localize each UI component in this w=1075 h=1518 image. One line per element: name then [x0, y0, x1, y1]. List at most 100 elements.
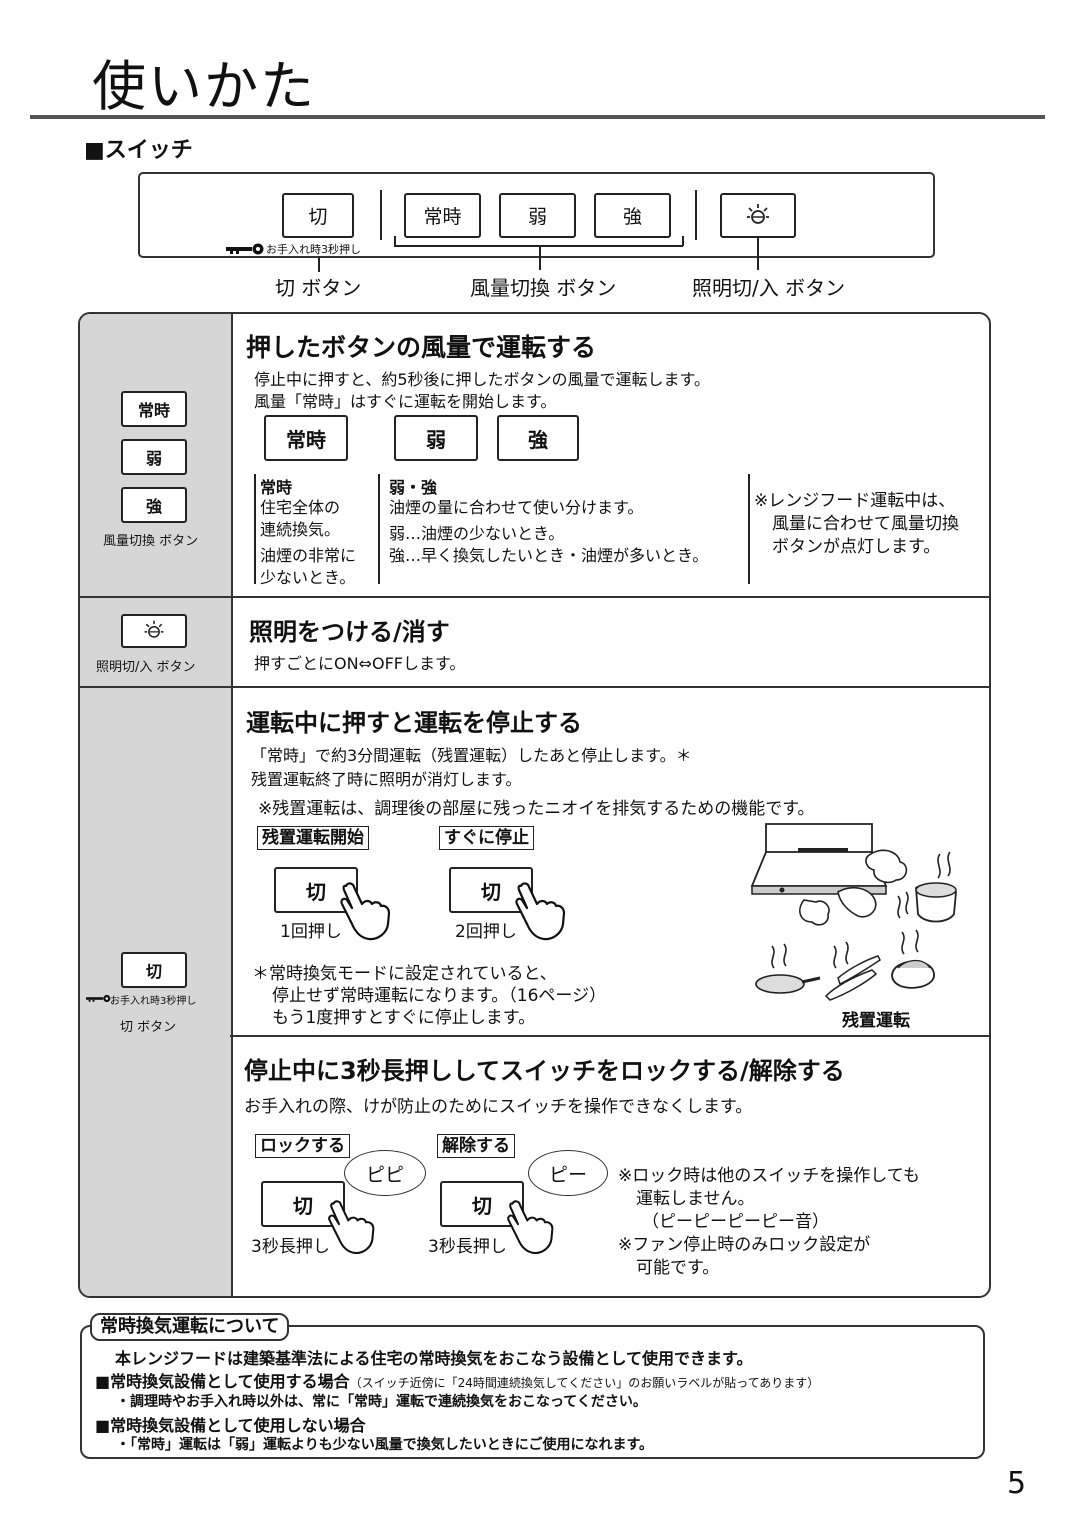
key-icon — [86, 994, 111, 1003]
row2-title: 照明をつける/消す — [249, 618, 450, 646]
unlock-press-label: 3秒長押し — [428, 1237, 507, 1257]
light-button-label: 照明切/入 ボタン — [692, 276, 846, 300]
light-bulb-icon — [144, 620, 164, 638]
tag-lock: ロックする — [255, 1134, 350, 1158]
press-once-label: 1回押し — [280, 922, 342, 942]
illustration-caption: 残置運転 — [842, 1011, 910, 1031]
panel-divider — [380, 190, 382, 240]
side-fan-label: 風量切換 ボタン — [103, 534, 199, 549]
row4-note: 運転しません。 — [636, 1189, 755, 1209]
row1-desc: 停止中に押すと、約5秒後に押したボタンの風量で運転します。 — [254, 370, 710, 389]
range-hood-illustration — [750, 823, 957, 1001]
row4-note: ※ロック時は他のスイッチを操作しても — [618, 1166, 920, 1186]
row3-desc: ※残置運転は、調理後の部屋に残ったニオイを排気するための機能です。 — [258, 799, 815, 819]
row1-desc: 風量「常時」はすぐに運転を開始します。 — [254, 392, 557, 411]
light-bulb-icon — [747, 203, 769, 224]
side-care-note: お手入れ時3秒押し — [110, 996, 197, 1007]
care-note: お手入れ時3秒押し — [266, 243, 361, 256]
row2-desc: 押すごとにON⇔OFFします。 — [254, 654, 466, 673]
title-rule — [30, 115, 1045, 119]
row3-footnote: もう1度押すとすぐに停止します。 — [272, 1008, 536, 1028]
panel-light-button[interactable] — [720, 193, 796, 238]
bottom-text: ■常時換気設備として使用しない場合 — [95, 1416, 366, 1435]
row-divider — [80, 686, 990, 688]
fan-button-label: 風量切換 ボタン — [470, 276, 617, 300]
row1-title: 押したボタンの風量で運転する — [246, 333, 597, 362]
page-title: 使いかた — [92, 55, 316, 118]
bottom-text: 本レンジフードは建築基準法による住宅の常時換気をおこなう設備として使用できます。 — [115, 1349, 753, 1368]
row3-footnote: ＊常時換気モードに設定されていると、 — [252, 964, 557, 984]
page-number: 5 — [1007, 1466, 1027, 1501]
row4-note: ※ファン停止時のみロック設定が — [618, 1235, 871, 1255]
big-strong-button: 強 — [497, 415, 579, 461]
lock-button: 切 — [261, 1181, 345, 1227]
panel-off-button[interactable]: 切 — [282, 193, 354, 238]
tag-stop-now: すぐに停止 — [439, 826, 534, 850]
row1-note: ボタンが点灯します。 — [772, 537, 941, 557]
col1-text: 油煙の非常に — [260, 546, 357, 565]
col2-head: 弱・強 — [389, 478, 438, 497]
bracket-end — [682, 236, 684, 246]
side-column — [80, 314, 233, 1296]
col2-text: 油煙の量に合わせて使い分けます。 — [389, 498, 644, 517]
continuous-ventilation-box — [80, 1325, 985, 1459]
key-icon — [226, 243, 264, 255]
big-weak-button: 弱 — [394, 415, 478, 461]
beep-bubble-unlock: ピー — [528, 1150, 608, 1196]
tag-unlock: 解除する — [437, 1134, 515, 1158]
bottom-small-note: （スイッチ近傍に「24時間連続換気してください」のお願いラベルが貼ってあります） — [349, 1376, 820, 1390]
row3-title: 運転中に押すと運転を停止する — [246, 709, 582, 737]
panel-weak-button[interactable]: 弱 — [499, 193, 576, 238]
row4-title: 停止中に3秒長押ししてスイッチをロックする/解除する — [244, 1057, 845, 1085]
side-weak-button: 弱 — [121, 439, 187, 475]
col2-text: 弱…油煙の少ないとき。 — [389, 524, 565, 543]
connector — [539, 245, 541, 270]
row4-note: （ピーピーピーピー音） — [642, 1212, 829, 1232]
side-off-button: 切 — [121, 952, 187, 988]
col1-text: 少ないとき。 — [260, 568, 356, 587]
col1-text: 住宅全体の — [260, 498, 341, 517]
side-always-button: 常時 — [121, 391, 187, 427]
bracket — [394, 245, 683, 247]
col1-text: 連続換気。 — [260, 520, 341, 539]
row1-note: 風量に合わせて風量切換 — [772, 514, 959, 534]
side-strong-button: 強 — [121, 487, 187, 523]
row4-desc: お手入れの際、けが防止のためにスイッチを操作できなくします。 — [244, 1097, 753, 1117]
big-always-button: 常時 — [264, 415, 348, 461]
hand-icon — [515, 882, 566, 941]
row3-footnote: 停止せず常時運転になります。（16ページ） — [272, 986, 607, 1006]
col1-head: 常時 — [260, 478, 293, 497]
row1-note: ※レンジフード運転中は、 — [754, 491, 956, 511]
row-divider — [80, 596, 990, 598]
side-off-label: 切 ボタン — [120, 1020, 177, 1035]
operation-table — [78, 312, 991, 1298]
hand-icon — [340, 882, 391, 941]
switch-heading: ■スイッチ — [84, 138, 193, 163]
row3-desc: 「常時」で約3分間運転（残置運転）したあと停止します。＊ — [251, 746, 692, 765]
col-line — [254, 474, 256, 584]
connector — [318, 256, 320, 272]
panel-strong-button[interactable]: 強 — [594, 193, 671, 238]
beep-bubble-lock: ピピ — [344, 1150, 426, 1196]
col-line — [748, 474, 750, 584]
connector — [757, 238, 759, 270]
col2-text: 強…早く換気したいとき・油煙が多いとき。 — [389, 546, 709, 565]
row-divider — [230, 1035, 990, 1037]
press-twice-label: 2回押し — [455, 922, 517, 942]
row3-desc: 残置運転終了時に照明が消灯します。 — [251, 770, 522, 789]
continuous-ventilation-tab: 常時換気運転について — [90, 1313, 290, 1341]
hand-icon — [328, 1200, 375, 1254]
bottom-text: ■常時換気設備として使用する場合（スイッチ近傍に「24時間連続換気してください」… — [95, 1368, 819, 1392]
hand-icon — [507, 1200, 554, 1254]
col-line — [378, 474, 380, 584]
lock-press-label: 3秒長押し — [251, 1237, 330, 1257]
panel-divider — [695, 190, 697, 240]
switch-panel — [138, 172, 935, 258]
bottom-text: ・調理時やお手入れ時以外は、常に「常時」運転で連続換気をおこなってください。 — [116, 1394, 647, 1410]
bottom-subheading: ■常時換気設備として使用する場合 — [95, 1372, 350, 1391]
row4-note: 可能です。 — [636, 1258, 720, 1278]
tag-residual-start: 残置運転開始 — [257, 826, 369, 850]
side-light-label: 照明切/入 ボタン — [96, 660, 196, 675]
panel-always-button[interactable]: 常時 — [404, 193, 481, 238]
off-button-label: 切 ボタン — [275, 276, 362, 300]
